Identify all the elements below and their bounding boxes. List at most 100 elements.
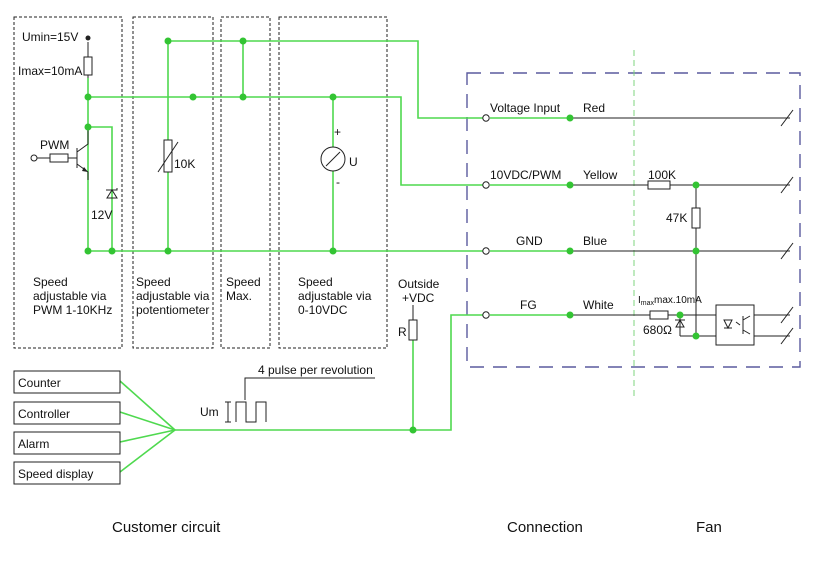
color-blue: Blue	[583, 234, 607, 248]
break-mark-opto	[780, 327, 794, 345]
terminal-control	[482, 181, 490, 189]
color-white: White	[583, 298, 614, 312]
potentiometer-module-box	[132, 16, 214, 349]
speed-pwm-line3: PWM 1-10KHz	[33, 303, 112, 317]
color-red: Red	[583, 101, 605, 115]
wire-controller	[119, 411, 176, 431]
transistor-collector	[76, 127, 89, 153]
device-box-speed-display	[13, 461, 121, 485]
potentiometer	[163, 139, 173, 173]
resistor-680	[649, 310, 669, 320]
break-mark-yellow	[780, 176, 794, 194]
junction-dot	[692, 332, 700, 340]
junction-dot	[164, 247, 172, 255]
um-label: Um	[200, 405, 219, 419]
pulse-note: 4 pulse per revolution	[258, 363, 373, 377]
pwm-module-box	[13, 16, 123, 349]
pulse-waveform	[235, 401, 267, 423]
pwm-base-resistor	[49, 153, 69, 163]
speed-pot-line2: adjustable via	[136, 289, 210, 303]
zener-bar	[106, 188, 118, 191]
device-controller: Controller	[18, 407, 70, 421]
junction-dot	[164, 37, 172, 45]
pullup-r-label: R	[398, 325, 407, 339]
signal-voltage-input: Voltage Input	[490, 101, 561, 115]
r680-label: 680Ω	[643, 323, 672, 337]
junction-dot	[329, 93, 337, 101]
pwm-input-terminal	[30, 154, 38, 162]
junction-dot	[84, 93, 92, 101]
outside-label: Outside	[398, 277, 440, 291]
opto-transistor-c	[742, 315, 751, 321]
speed-vdc-line3: 0-10VDC	[298, 303, 348, 317]
color-yellow: Yellow	[583, 168, 618, 182]
junction-dot	[566, 114, 574, 122]
terminal-voltage-input	[482, 114, 490, 122]
junction-dot	[239, 37, 247, 45]
device-box-alarm	[13, 431, 121, 455]
device-counter: Counter	[18, 376, 61, 390]
optocoupler-icon	[715, 304, 755, 346]
device-box-counter	[13, 370, 121, 394]
imax-fan-label: Imaxmax.10mA	[638, 295, 702, 307]
wire-control	[88, 96, 485, 186]
junction-dots	[84, 37, 700, 434]
junction-dot	[108, 247, 116, 255]
break-mark-white	[780, 306, 794, 324]
junction-dot	[84, 123, 92, 131]
wire-alarm	[119, 429, 176, 443]
terminal-gnd	[482, 247, 490, 255]
section-fan: Fan	[696, 519, 722, 536]
transistor-emitter	[76, 163, 89, 180]
signal-gnd: GND	[516, 234, 543, 248]
speed-pot-line3: potentiometer	[136, 303, 209, 317]
opto-transistor-e	[742, 329, 751, 335]
transistor-arrow-icon	[82, 167, 88, 172]
speed-vdc-line2: adjustable via	[298, 289, 372, 303]
junction-dot	[566, 181, 574, 189]
zener-diode-icon	[106, 189, 118, 199]
wire-zener	[88, 126, 113, 251]
r100k-label: 100K	[648, 168, 676, 182]
supply-terminal	[85, 35, 91, 41]
umin-label: Umin=15V	[22, 30, 78, 44]
speed-vdc-line1: Speed	[298, 275, 333, 289]
junction-dot	[566, 311, 574, 319]
vdc-label: +VDC	[402, 291, 435, 305]
junction-dot	[329, 247, 337, 255]
junction-dot	[676, 311, 684, 319]
pullup-resistor	[408, 319, 418, 341]
r47k-label: 47K	[666, 211, 687, 225]
imax-label: Imax=10mA	[18, 64, 82, 78]
wire-voltage-input	[168, 40, 485, 119]
terminal-fg	[482, 311, 490, 319]
wire-fg	[175, 314, 485, 431]
speed-max-line2: Max.	[226, 289, 252, 303]
meter-plus-label: +	[334, 125, 341, 139]
break-mark-blue	[780, 242, 794, 260]
junction-dot	[692, 247, 700, 255]
junction-dot	[409, 426, 417, 434]
supply-resistor	[83, 56, 93, 76]
speed-pot-line1: Speed	[136, 275, 171, 289]
pulse-leader	[244, 377, 375, 400]
section-customer-circuit: Customer circuit	[112, 519, 221, 536]
section-connection: Connection	[507, 519, 583, 536]
wire-counter	[119, 380, 176, 431]
resistor-100k	[647, 180, 671, 190]
junction-dot	[84, 247, 92, 255]
wire-speed-display	[119, 429, 176, 473]
vdc-module-box	[278, 16, 388, 349]
pot-wiper-arrow	[157, 141, 179, 173]
break-mark-red	[780, 109, 794, 127]
voltmeter-needle	[325, 151, 341, 167]
meter-minus-label: -	[336, 175, 340, 189]
signal-control: 10VDC/PWM	[490, 168, 561, 182]
pot-value-label: 10K	[174, 157, 195, 171]
resistor-47k	[691, 207, 701, 229]
junction-dot	[189, 93, 197, 101]
fan-zener-icon	[675, 318, 685, 328]
device-box-controller	[13, 401, 121, 425]
pwm-label: PWM	[40, 138, 69, 152]
